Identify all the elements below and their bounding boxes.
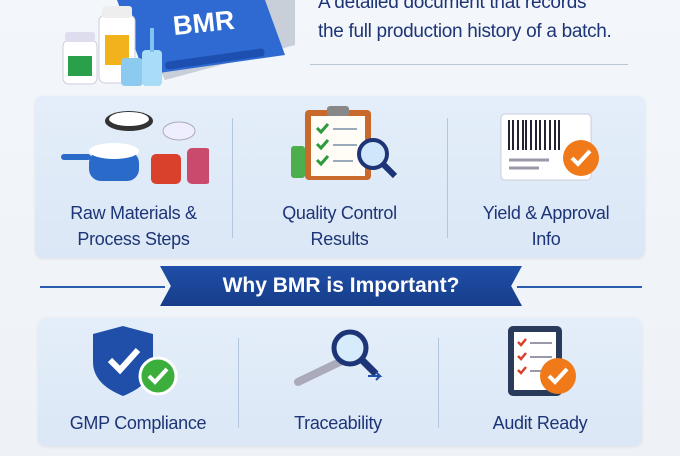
content-label: Yield & Approval bbox=[482, 203, 610, 223]
raw-materials-icon bbox=[60, 111, 209, 184]
clipboard-magnifier-icon bbox=[290, 106, 397, 180]
shield-check-icon bbox=[93, 326, 178, 396]
content-label: Results bbox=[310, 229, 369, 249]
content-label: Quality Control bbox=[282, 203, 397, 223]
tagline: A detailed document that records the ful… bbox=[318, 0, 612, 46]
bmr-illustration: BMR bbox=[55, 0, 305, 90]
content-label: Info bbox=[531, 229, 561, 249]
banner-line bbox=[40, 286, 165, 288]
divider bbox=[232, 118, 233, 238]
section-banner: Why BMR is Important? bbox=[160, 266, 522, 306]
importance-label: Traceability bbox=[294, 413, 382, 433]
clipboard-check-icon bbox=[508, 326, 576, 396]
divider bbox=[447, 118, 448, 238]
importance-label: Audit Ready bbox=[492, 413, 588, 433]
importance-panel: GMP Compliance Traceability Audit Ready bbox=[38, 318, 642, 446]
barcode-check-icon bbox=[500, 113, 599, 181]
divider bbox=[310, 64, 628, 65]
content-label: Process Steps bbox=[77, 229, 190, 249]
tagline-line: the full production history of a batch. bbox=[318, 21, 612, 42]
bmr-contents-panel: Raw Materials & Process Steps Quality Con… bbox=[35, 96, 645, 258]
tagline-line: A detailed document that records bbox=[318, 0, 587, 13]
importance-label: GMP Compliance bbox=[69, 413, 207, 433]
bmr-logo-text: BMR bbox=[171, 4, 236, 42]
content-label: Raw Materials & bbox=[70, 203, 197, 223]
divider bbox=[238, 338, 239, 428]
magnifier-icon bbox=[294, 329, 383, 386]
banner-line bbox=[517, 286, 642, 288]
divider bbox=[438, 338, 439, 428]
